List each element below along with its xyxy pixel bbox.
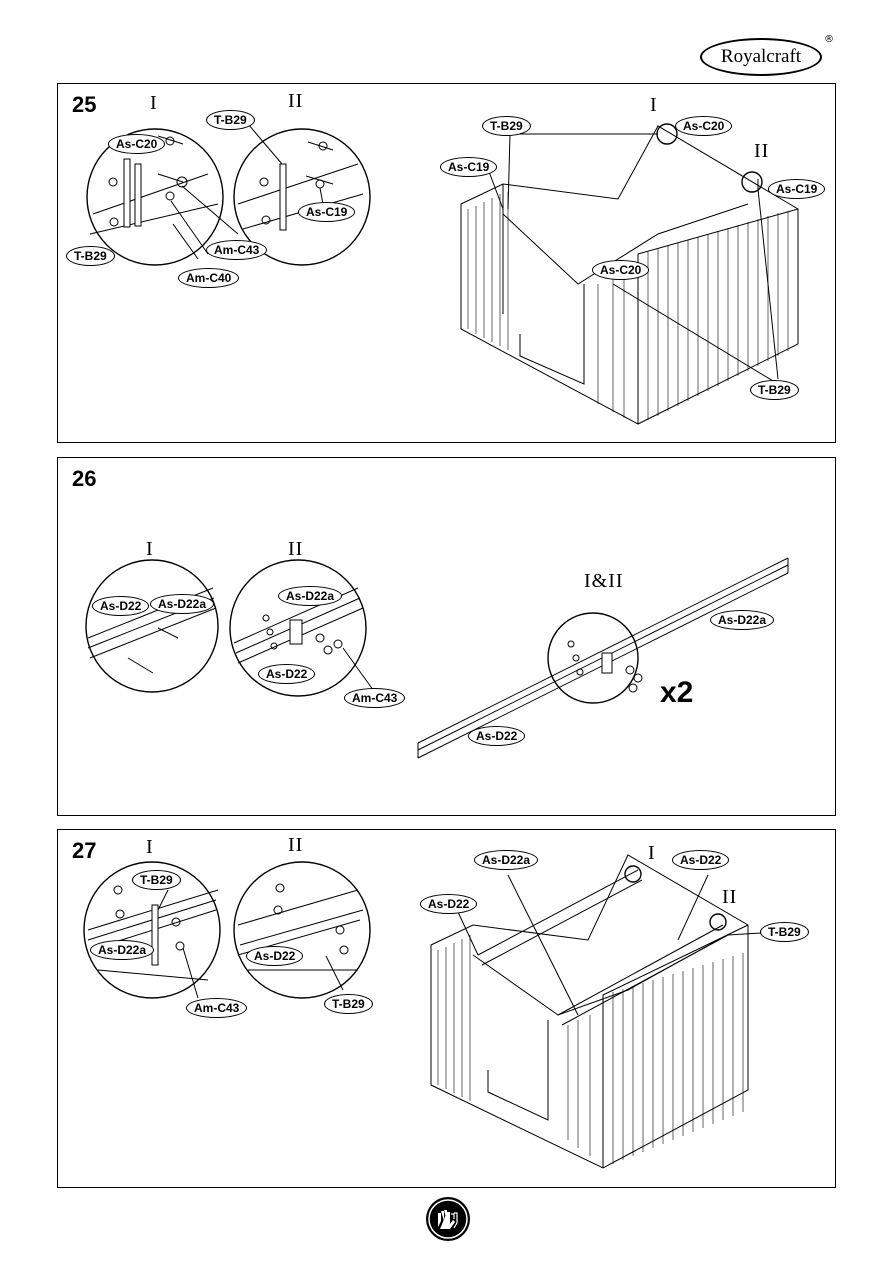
callout-t-b29: T-B29 [132, 870, 181, 890]
step-25-illustration [86, 123, 799, 425]
callout-as-c19: As-C19 [298, 202, 356, 222]
callout-as-d22: As-D22 [246, 946, 304, 966]
brand-logo: Royalcraft [700, 38, 822, 76]
callout-am-c43: Am-C43 [206, 240, 268, 260]
callout-t-b29: T-B29 [66, 246, 115, 266]
main-label-i: I [650, 94, 658, 116]
detail-label-ii: II [288, 90, 304, 112]
detail-label-ii: II [288, 538, 304, 560]
callout-as-d22: As-D22 [92, 596, 150, 616]
step-26-illustration [85, 557, 789, 759]
callout-t-b29: T-B29 [324, 994, 373, 1014]
callout-t-b29: T-B29 [482, 116, 531, 136]
step-27-panel: 27 I II I II T-B29 As-D22a Am-C43 As-D22… [57, 829, 836, 1188]
callout-as-c19: As-C19 [440, 157, 498, 177]
quantity-label: x2 [660, 676, 694, 709]
detail-label-ii: II [288, 834, 304, 856]
callout-t-b29: T-B29 [750, 380, 799, 400]
step-26-panel: 26 I II I&II As-D22 As-D22a As-D22a As-D… [57, 457, 836, 816]
callout-as-d22: As-D22 [672, 850, 730, 870]
registered-mark: ® [824, 34, 834, 45]
detail-label-i: I [146, 538, 154, 560]
step-number: 25 [72, 92, 97, 117]
step-number: 26 [72, 466, 97, 491]
callout-am-c40: Am-C40 [178, 268, 240, 288]
detail-label-i: I [146, 836, 154, 858]
main-label-i: I [648, 842, 656, 864]
gloves-icon [426, 1197, 470, 1241]
main-label-ii: II [754, 140, 770, 162]
callout-as-d22a: As-D22a [278, 586, 343, 606]
step-number: 27 [72, 838, 97, 863]
brand-name: Royalcraft [720, 46, 802, 67]
callout-t-b29: T-B29 [760, 922, 809, 942]
callout-t-b29: T-B29 [206, 110, 255, 130]
callout-as-c19: As-C19 [768, 179, 826, 199]
callout-am-c43: Am-C43 [186, 998, 248, 1018]
callout-as-d22a: As-D22a [90, 940, 155, 960]
callout-as-d22a: As-D22a [710, 610, 775, 630]
main-label-i-ii: I&II [584, 570, 624, 592]
callout-as-d22a: As-D22a [474, 850, 539, 870]
main-label-ii: II [722, 886, 738, 908]
callout-as-c20: As-C20 [675, 116, 733, 136]
step-25-panel: 25 I II I II As-C20 T-B29 Am-C43 Am-C40 … [57, 83, 836, 443]
callout-as-d22: As-D22 [468, 726, 526, 746]
callout-as-d22: As-D22 [420, 894, 478, 914]
callout-as-d22a: As-D22a [150, 594, 215, 614]
callout-as-c20: As-C20 [108, 134, 166, 154]
detail-label-i: I [150, 92, 158, 114]
callout-as-d22: As-D22 [258, 664, 316, 684]
callout-am-c43: Am-C43 [344, 688, 406, 708]
step-27-illustration [83, 854, 779, 1169]
callout-as-c20: As-C20 [592, 260, 650, 280]
